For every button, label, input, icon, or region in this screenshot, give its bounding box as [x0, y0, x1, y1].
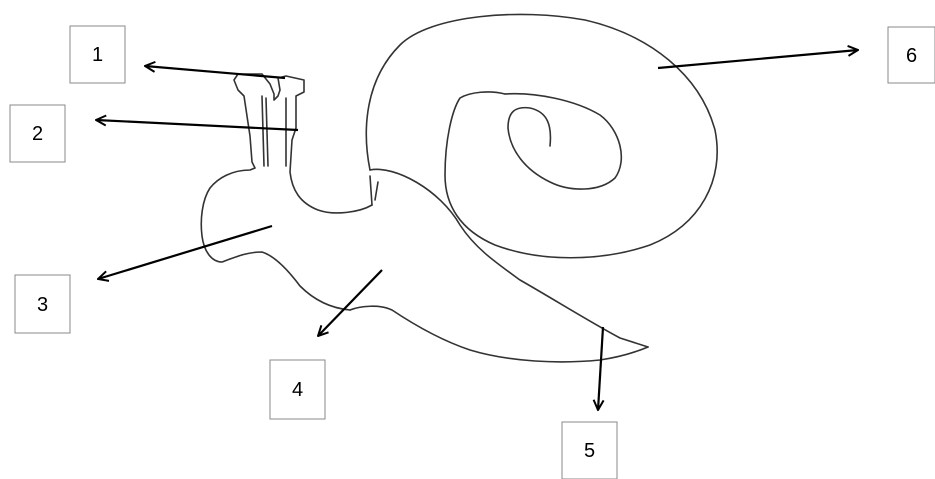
- arrow-2: [96, 120, 299, 132]
- label-6: 6: [887, 26, 935, 84]
- label-text-3: 3: [37, 294, 48, 316]
- label-2: 2: [9, 104, 66, 163]
- label-box-6: [887, 26, 935, 84]
- label-text-4: 4: [292, 379, 303, 401]
- label-box-4: [269, 359, 326, 420]
- label-box-3: [14, 274, 71, 334]
- label-box-1: [69, 25, 126, 84]
- shell-outer-outline: [365, 13, 718, 259]
- label-text-6: 6: [906, 45, 917, 67]
- snail-drawing: [200, 13, 718, 363]
- arrow-4: [318, 269, 383, 336]
- label-4: 4: [269, 359, 326, 420]
- label-text-2: 2: [32, 123, 43, 145]
- label-box-2: [9, 104, 66, 163]
- label-1: 1: [69, 25, 126, 84]
- arrows: [96, 50, 858, 410]
- arrow-5: [598, 326, 603, 410]
- arrow-3: [98, 224, 273, 279]
- label-box-5: [561, 421, 618, 479]
- body-fold-line: [369, 175, 379, 206]
- shell-spiral: [504, 92, 623, 190]
- label-3: 3: [14, 274, 71, 334]
- snail-foot-outline: [349, 305, 649, 363]
- label-5: 5: [561, 421, 618, 479]
- label-text-5: 5: [584, 440, 595, 462]
- tentacle-inner-lines: [261, 95, 287, 167]
- shell-inner-edge: [369, 168, 649, 348]
- label-text-1: 1: [92, 44, 103, 66]
- snail-head-outline: [200, 73, 373, 311]
- arrow-6: [657, 50, 858, 70]
- arrow-1: [145, 66, 286, 80]
